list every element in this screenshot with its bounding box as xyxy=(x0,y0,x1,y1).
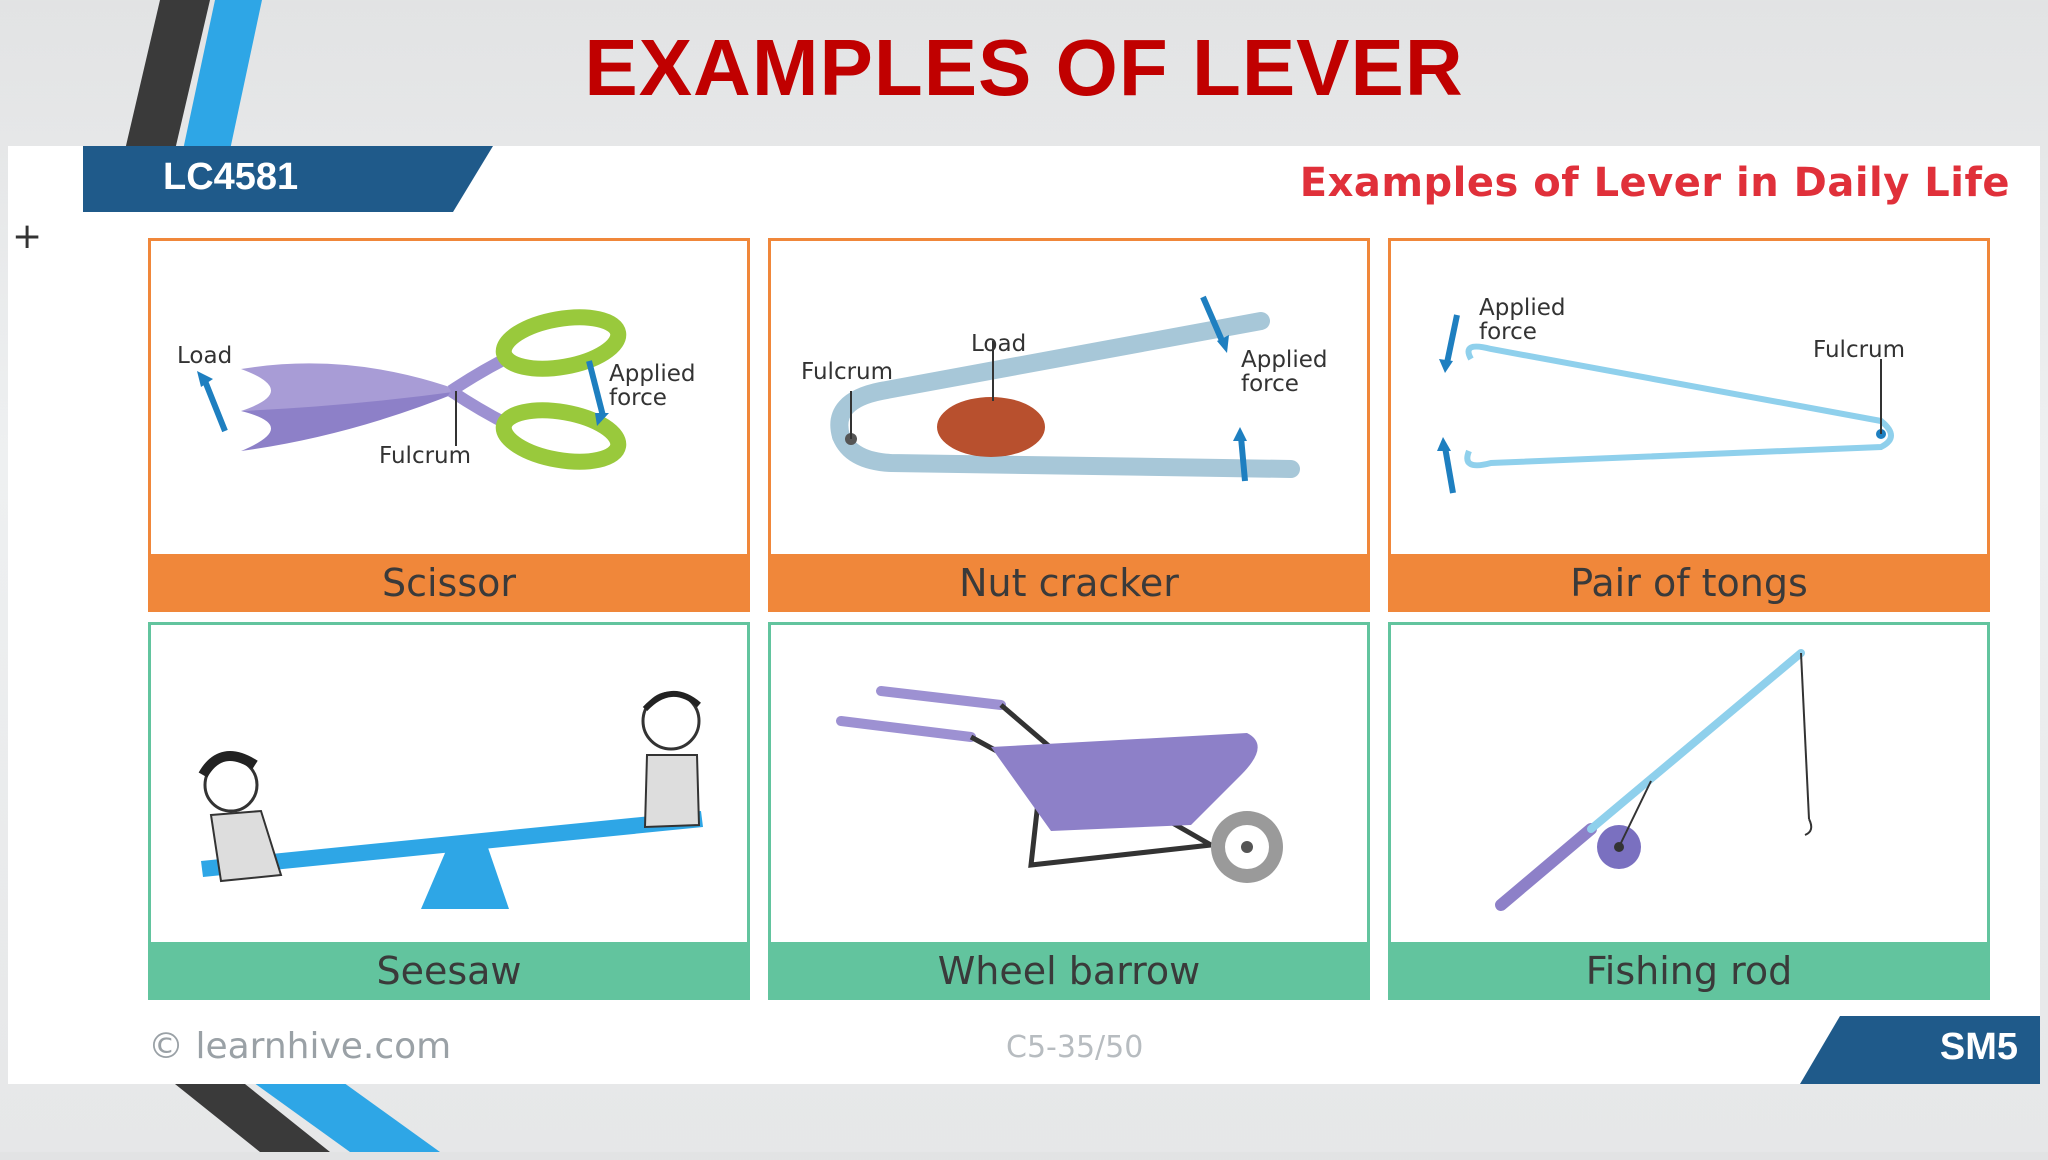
slide-title: EXAMPLES OF LEVER xyxy=(584,23,1464,112)
card-caption: Pair of tongs xyxy=(1388,554,1990,612)
card-caption: Nut cracker xyxy=(768,554,1370,612)
card-caption: Seesaw xyxy=(148,942,750,1000)
scissor-applied-label: Applied xyxy=(609,361,695,387)
nut-cracker-applied-label: Applied xyxy=(1241,347,1327,373)
crosshair-icon: + xyxy=(12,216,43,257)
tongs-illustration: Applied force Fulcrum xyxy=(1437,295,1905,494)
card-seesaw: Seesaw xyxy=(148,622,750,1000)
sm-tab-shape xyxy=(1800,1016,2040,1084)
seesaw-illustration xyxy=(198,690,703,909)
fishing-rod-illustration xyxy=(1495,649,1813,911)
card-caption: Scissor xyxy=(148,554,750,612)
code-tab-shape xyxy=(83,146,493,212)
lever-examples-panel: LC4581 Examples of Lever in Daily Life +… xyxy=(8,146,2040,1084)
nut-cracker-illustration: Fulcrum Load Applied force xyxy=(801,295,1327,482)
scissor-fulcrum-label: Fulcrum xyxy=(379,443,471,469)
footer-page-code: C5-35/50 xyxy=(1006,1030,1144,1065)
slide-decoration-top xyxy=(125,0,262,150)
slide-decoration-bottom xyxy=(170,1080,440,1152)
card-pair-of-tongs: Applied force Fulcrum Pair of tongs xyxy=(1388,238,1990,612)
scissor-force-label: force xyxy=(609,385,667,411)
code-label: LC4581 xyxy=(163,156,299,198)
card-caption: Wheel barrow xyxy=(768,942,1370,1000)
panel-subtitle: Examples of Lever in Daily Life xyxy=(1299,160,2010,206)
code-tab: LC4581 xyxy=(83,146,493,212)
nut-cracker-force-label: force xyxy=(1241,371,1299,397)
card-caption: Fishing rod xyxy=(1388,942,1990,1000)
tongs-applied-label: Applied xyxy=(1479,295,1565,321)
card-wheel-barrow: Wheel barrow xyxy=(768,622,1370,1000)
scissor-illustration: Load Applied force Fulcrum xyxy=(177,309,695,470)
footer-copyright: © learnhive.com xyxy=(148,1026,452,1067)
nut-cracker-load-label: Load xyxy=(971,331,1026,357)
tongs-force-label: force xyxy=(1479,319,1537,345)
sm-tab: SM5 xyxy=(1800,1016,2040,1084)
card-scissor: Load Applied force Fulcrum Scissor xyxy=(148,238,750,612)
card-fishing-rod: Fishing rod xyxy=(1388,622,1990,1000)
nut-cracker-fulcrum-label: Fulcrum xyxy=(801,359,893,385)
wheel-barrow-illustration xyxy=(836,686,1283,883)
sm-code-label: SM5 xyxy=(1939,1026,2018,1068)
card-nut-cracker: Fulcrum Load Applied force Nut cracker xyxy=(768,238,1370,612)
tongs-fulcrum-label: Fulcrum xyxy=(1813,337,1905,363)
scissor-load-label: Load xyxy=(177,343,232,369)
